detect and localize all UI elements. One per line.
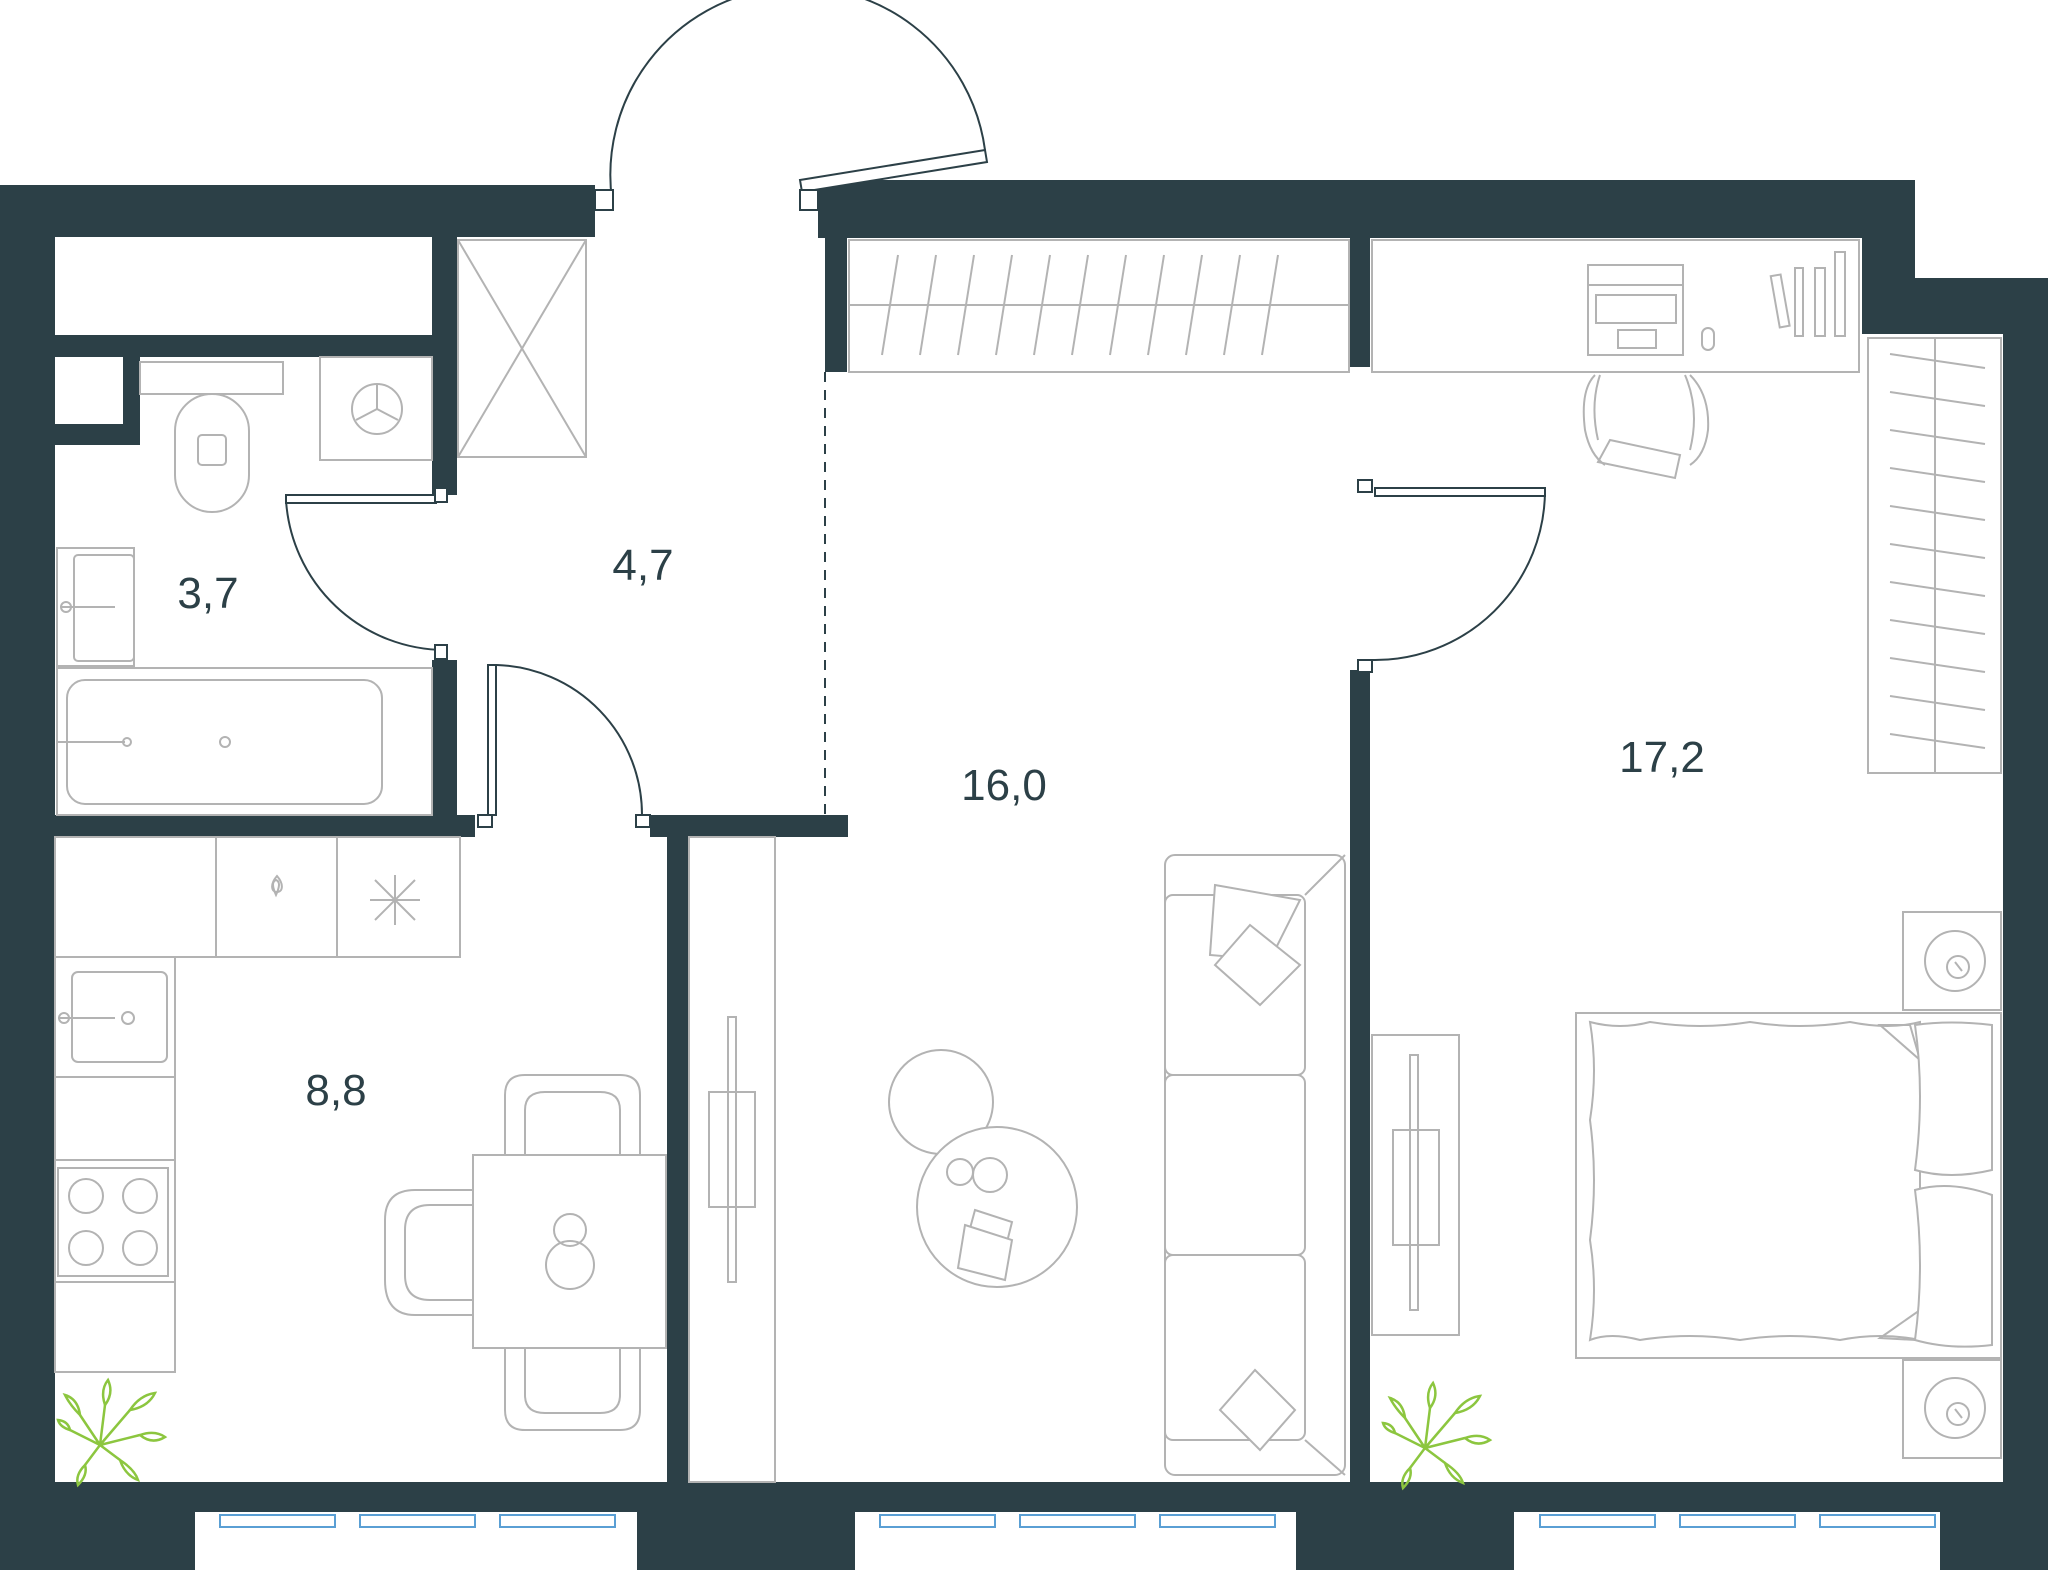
kitchen-counter [54, 836, 461, 1373]
dining-chair-top [504, 1074, 641, 1155]
kitchen-sink [55, 971, 175, 1078]
kitchen-door [477, 664, 651, 828]
bedroom-door [1357, 479, 1546, 673]
bathroom-door [285, 487, 448, 660]
toilet [139, 361, 284, 513]
dining-table [472, 1154, 667, 1349]
room-area-bathroom: 3,7 [177, 569, 238, 618]
room-area-hallway: 4,7 [612, 541, 673, 590]
cooktop [55, 1159, 175, 1283]
hallway-closet [457, 239, 587, 458]
room-area-kitchen: 8,8 [305, 1066, 366, 1115]
entrance-door [594, 0, 989, 211]
plant-icon [1381, 1380, 1493, 1491]
tv-unit-bedroom [1371, 1034, 1460, 1336]
washing-machine [319, 356, 433, 461]
wardrobe-bedroom [1867, 337, 2002, 774]
bed [1575, 1012, 2002, 1359]
room-area-bedroom: 17,2 [1619, 733, 1705, 782]
wardrobe-living [848, 239, 1350, 373]
sofa [1164, 854, 1346, 1476]
room-area-living-room: 16,0 [961, 761, 1047, 810]
nightstand-top [1902, 911, 2002, 1011]
desk-chair [1582, 374, 1710, 480]
dining-chair-left [384, 1189, 473, 1316]
plant-icon [56, 1377, 168, 1488]
dining-chair-bottom [504, 1348, 641, 1431]
coffee-table [888, 1049, 1078, 1288]
tv-unit-living [688, 836, 776, 1483]
desk [1371, 239, 1860, 373]
bathtub [56, 667, 433, 816]
nightstand-bottom [1902, 1359, 2002, 1459]
windows [219, 1514, 1936, 1528]
walls [0, 180, 2048, 1570]
bathroom-sink [56, 547, 135, 667]
